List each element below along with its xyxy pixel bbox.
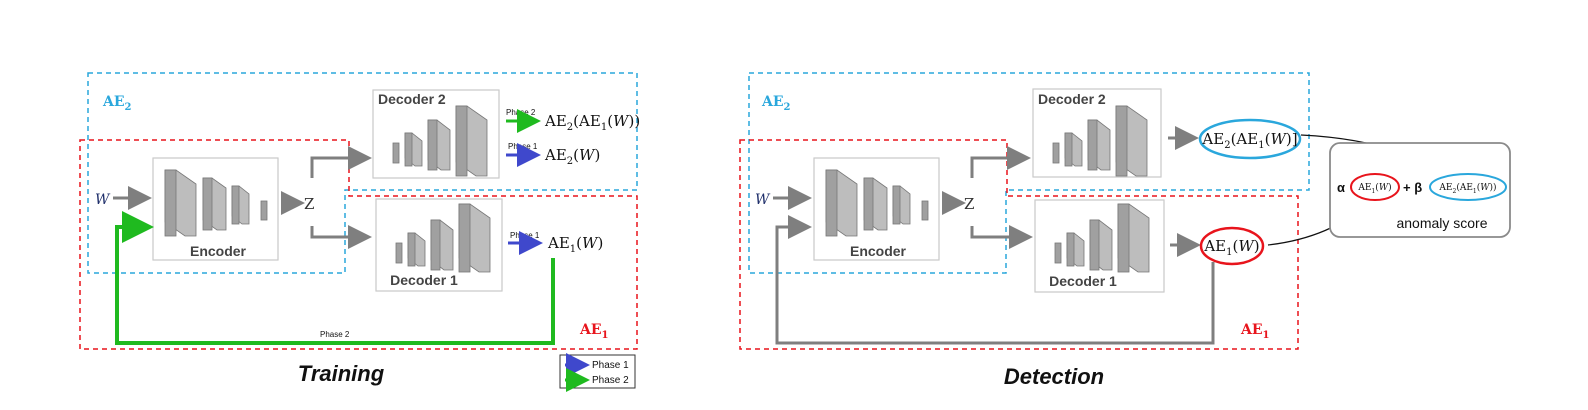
legend-phase2-label: Phase 2 — [592, 375, 629, 386]
legend-phase1-label: Phase 1 — [592, 360, 629, 371]
training-panel: AE2 AE1 W Encoder Z Decoder 2 — [79, 72, 640, 392]
decoder2-block-detection: Decoder 2 — [1032, 88, 1162, 178]
anomaly-score-label: anomaly score — [1396, 215, 1487, 231]
latent-z-training: Z — [304, 195, 314, 213]
decoder2-label-detection: Decoder 2 — [1038, 91, 1106, 107]
score-term2-ellipse — [1429, 173, 1507, 201]
input-w-training: W — [95, 192, 111, 208]
output-ae2-ae1-training: AE2(AE1(W)) — [544, 112, 640, 133]
ae1-label-training: AE1 — [579, 322, 609, 341]
output-ae2-training: AE2(W) — [544, 146, 600, 167]
anomaly-score-box: α AE1(W) + β AE2(AE1(W)) anomaly score — [1329, 142, 1511, 238]
detection-panel: AE2 AE1 W Encoder Z Decoder 2 — [739, 72, 1511, 389]
decoder1-block-detection: Decoder 1 — [1034, 199, 1165, 293]
encoder-block-training: Encoder — [152, 157, 279, 261]
output-ae2-ae1-ellipse — [1198, 118, 1302, 160]
phase2-feedback-arrow — [115, 211, 555, 345]
decoder1-block-training: Decoder 1 — [375, 198, 503, 292]
phase1-label-dec1: Phase 1 — [510, 231, 540, 240]
decoder2-block-training: Decoder 2 — [372, 89, 500, 179]
alpha-symbol: α — [1337, 180, 1345, 195]
score-term1: AE1(W) — [1357, 182, 1391, 195]
encoder-label-training: Encoder — [190, 243, 247, 259]
decoder1-label-detection: Decoder 1 — [1049, 273, 1117, 289]
phase2-label-bottom: Phase 2 — [320, 330, 350, 339]
output-ae1-training: AE1(W) — [547, 234, 603, 255]
phase2-label-top: Phase 2 — [506, 108, 536, 117]
output-ae2-ae1-detection: AE2(AE1(W)] — [1201, 130, 1297, 151]
ae2-label-detection: AE2 — [761, 94, 791, 113]
encoder-label-detection: Encoder — [850, 243, 907, 259]
decoder1-label-training: Decoder 1 — [390, 272, 458, 288]
phase1-label-mid: Phase 1 — [508, 142, 538, 151]
training-caption: Training — [298, 361, 385, 386]
ae2-label-training: AE2 — [102, 94, 132, 113]
latent-z-detection: Z — [964, 195, 974, 213]
encoder-block-detection: Encoder — [813, 157, 940, 261]
score-term1-ellipse — [1350, 173, 1400, 201]
ae1-region-training — [79, 139, 638, 350]
score-term2: AE2(AE1(W)) — [1438, 182, 1496, 195]
detection-feedback-arrow — [775, 215, 1215, 345]
decoder2-label-training: Decoder 2 — [378, 91, 446, 107]
plus-beta-symbol: + β — [1403, 180, 1422, 195]
output-ae1-ellipse — [1199, 226, 1265, 266]
ae1-region-detection — [739, 139, 1299, 350]
output-ae1-detection: AE1(W) — [1203, 237, 1259, 258]
detection-caption: Detection — [1004, 364, 1104, 389]
phase-legend: Phase 1 Phase 2 — [559, 353, 636, 392]
input-w-detection: W — [755, 192, 771, 208]
ae2-region-training — [87, 72, 638, 274]
ae1-label-detection: AE1 — [1240, 322, 1270, 341]
ae2-region-detection — [748, 72, 1310, 274]
